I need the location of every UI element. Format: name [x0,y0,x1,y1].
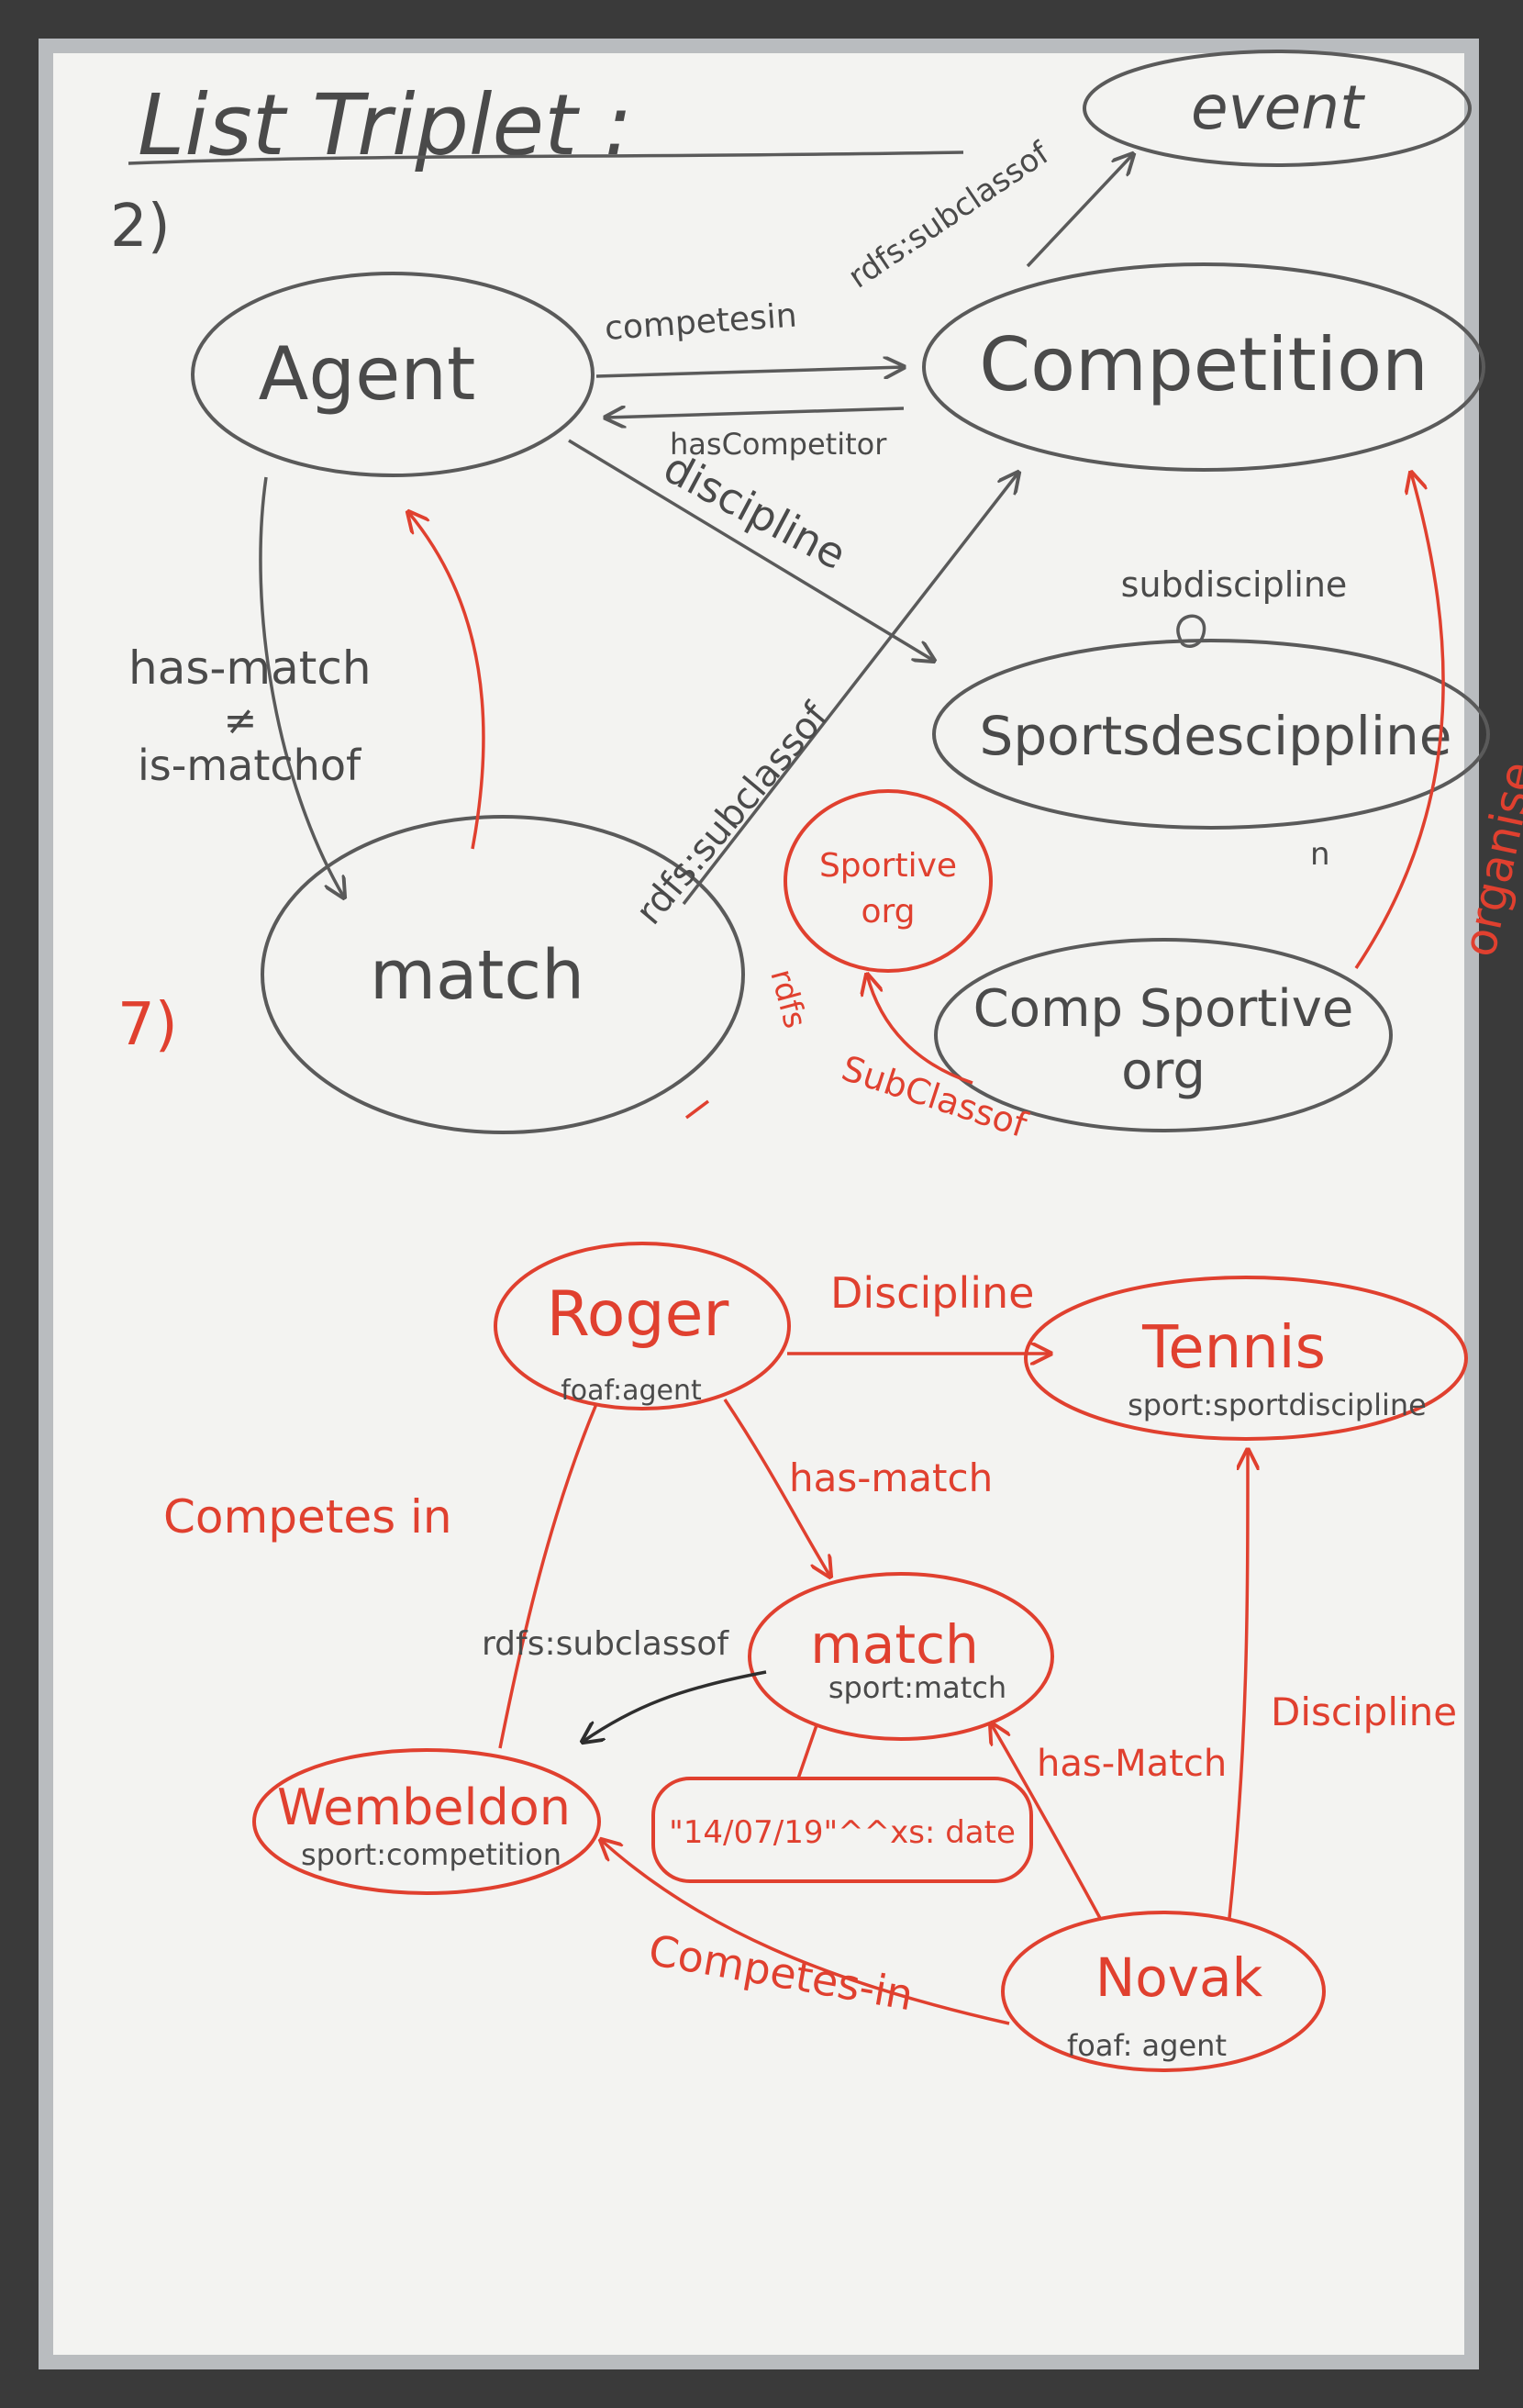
node-sportive-org-label-1: Sportive [819,847,957,885]
schema-red-stroke [684,1099,710,1120]
heading-number-red: 7) [117,991,178,1059]
edge-roger-hasmatch-label: has-match [789,1455,993,1500]
edge-roger-competesin-label: Competes in [163,1490,452,1544]
edge-novak-competesin-label: Competes-in [645,1925,917,2021]
node-tennis-label: Tennis [1141,1314,1326,1382]
edge-match-subclass-wembeldon [583,1670,767,1742]
schema-n-mark: n [1310,836,1330,873]
node-novak [1001,1911,1326,2072]
whiteboard [39,39,1479,2369]
node-agent-label: Agent [259,331,476,417]
edge-match-ismatchof-agent [408,512,485,850]
node-event [1083,50,1472,167]
node-comp-sportive-org [934,938,1393,1132]
node-date-literal [651,1777,1033,1883]
node-wembeldon-type: sport:competition [301,1837,561,1872]
edge-organise-label: organise [1452,757,1523,961]
edge-subdiscipline-label: subdiscipline [1121,564,1348,605]
edge-competition-subclass-event [1026,154,1133,268]
node-roger-type: foaf:agent [561,1375,702,1407]
node-match-instance-label: match [810,1613,978,1676]
edge-match-date [796,1724,818,1779]
node-tennis-type: sport:sportdiscipline [1128,1388,1427,1422]
node-date-literal-label: "14/07/19"^^xs: date [669,1814,1016,1851]
edge-match-subclass-label: rdfs:subclassof [628,695,837,932]
edge-agent-discipline [568,439,934,661]
edge-compsportiveorg-subclass-sportiveorg [867,975,973,1085]
node-match-instance [748,1572,1054,1741]
edge-agent-hasmatch-match [259,476,344,897]
edge-competition-hascompetitor [606,408,905,418]
node-comp-sportive-org-label-2: org [1121,1042,1206,1101]
edge-hasmatch-label-2: ≠ [224,697,258,744]
edge-roger-discipline-label: Discipline [830,1268,1034,1318]
edge-novak-competesin-wembeldon [601,1840,1010,2025]
node-sports-discipline-label: Sportsdescippline [980,705,1452,767]
edge-rdfs-short-label: rdfs [762,965,813,1032]
heading-number-gray: 2) [110,193,171,261]
node-comp-sportive-org-label-1: Comp Sportive [973,979,1354,1039]
edge-match-subclass-competition [682,473,1018,906]
node-tennis [1024,1276,1468,1441]
node-sports-discipline [932,639,1490,830]
edge-hasmatch-label-1: has-match [128,641,372,695]
node-roger-label: Roger [547,1278,729,1351]
edge-hascompetitor-label: hasCompetitor [670,427,887,462]
edge-novak-hasmatch-label: has-Match [1037,1743,1227,1785]
edge-competition-subclass-label: rdfs:subclassof [842,135,1057,296]
node-agent [191,272,595,477]
edge-subclassof-label: SubClassof [837,1048,1033,1146]
edge-hasmatch-label-3: is-matchof [138,741,362,790]
node-competition [922,262,1485,472]
edge-compsportiveorg-organise [1354,473,1445,969]
edge-novak-discipline-label: Discipline [1271,1689,1457,1734]
node-match-instance-type: sport:match [828,1670,1006,1705]
node-sportive-org-label-2: org [861,893,915,931]
edge-roger-competesin-wembeldon [498,1403,598,1749]
node-novak-label: Novak [1095,1946,1263,2009]
node-match-schema-label: match [370,936,584,1015]
edge-subdiscipline-loop [1176,614,1206,648]
edge-agent-competesin [595,367,904,376]
node-wembeldon [252,1748,601,1895]
edge-novak-discipline-tennis [1228,1450,1248,1919]
node-roger [494,1242,791,1410]
node-match-schema [261,815,745,1134]
edge-novak-hasmatch-match [991,1723,1103,1921]
node-wembeldon-label: Wembeldon [277,1778,571,1836]
edge-roger-hasmatch-match [723,1399,830,1577]
node-event-label: event [1191,72,1365,143]
edge-competesin-label: competesin [604,296,798,348]
edge-match-subclass-label: rdfs:subclassof [482,1625,729,1663]
node-competition-label: Competition [979,322,1429,407]
node-sportive-org [784,789,993,973]
node-novak-type: foaf: agent [1067,2028,1227,2063]
heading-underline [128,150,964,165]
